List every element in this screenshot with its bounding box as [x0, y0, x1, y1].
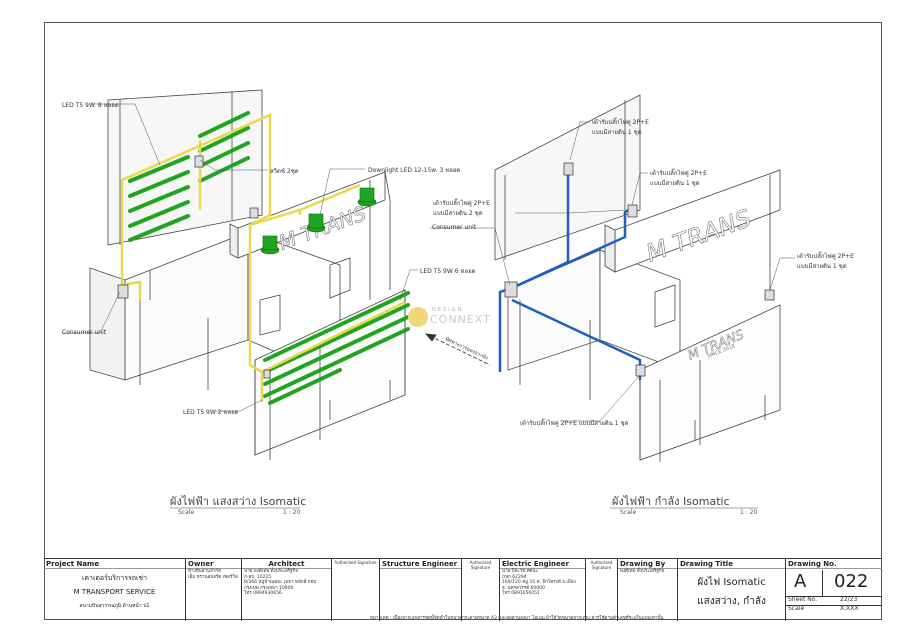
- label-consumer-right: Consumer unit: [432, 224, 477, 231]
- tb-project-header: Project Name: [44, 559, 185, 569]
- sheet-frame: [44, 22, 882, 620]
- label-switch: สวิตช์ 2ชุด: [270, 168, 299, 175]
- tb-auth-2-label: Authorized Signature: [469, 560, 492, 570]
- left-scale-label: Scale: [178, 509, 195, 516]
- tb-sheet-value: 22/23: [840, 596, 858, 603]
- title-block: Project Name เคาเตอร์บริการรถเช่า M TRAN…: [44, 558, 882, 621]
- footer-note: หมายเหตุ : เนื่องจากเอกสารชุดนี้จัดทำในข…: [370, 616, 664, 621]
- tb-scale-label: Scale: [788, 605, 805, 612]
- tb-architect-5: โทร 0894930656: [244, 591, 282, 596]
- tb-structure-header: Structure Engineer: [380, 559, 461, 569]
- tb-owner-2: เอ็ม ทรานสปอร์ต เซอร์วิส: [188, 574, 238, 580]
- tb-architect-2: ภ-สถ. 10225: [244, 574, 272, 580]
- label-led-top: LED T5 9W. 8 หลอด: [62, 102, 119, 109]
- tb-electric: Electric Engineer นาย ปิยะวัช ทัศนะ ภฟก.…: [500, 559, 586, 621]
- left-scale-value: 1 : 20: [283, 509, 301, 516]
- tb-structure: Structure Engineer: [380, 559, 462, 621]
- led-strips-front: [263, 291, 410, 405]
- left-view-title: ผังไฟฟ้า แสงสว่าง Isomatic: [170, 495, 307, 508]
- label-socket-bottom: เต้ารับปลั๊กไฟคู่ 2P+E แบบมีสายดิน 1 ชุด: [520, 420, 629, 427]
- tb-auth-1-label: Authorized Signature: [334, 560, 377, 565]
- tb-drawing-number: 022: [834, 571, 869, 592]
- right-devices: [504, 162, 775, 377]
- tb-project-name-en: M TRANSPORT SERVICE: [73, 588, 156, 596]
- label-socket-right: เต้ารับปลั๊กไฟคู่ 2P+E แบบมีสายดิน 1 ชุด: [797, 253, 854, 270]
- tb-drawing-no-header: Drawing No.: [786, 559, 882, 569]
- downlight-fixtures: [260, 187, 377, 255]
- label-led-bottom: LED T5 9W 2 หลอด: [183, 409, 239, 416]
- tb-electric-header: Electric Engineer: [500, 559, 585, 569]
- tb-architect-header: Architect: [242, 559, 331, 569]
- tb-electric-2: ภฟก.62294: [502, 574, 527, 580]
- lighting-wiring: [120, 113, 406, 402]
- tb-drawing-title: Drawing Title ผังไฟ Isomatic แสงสว่าง, ก…: [678, 559, 786, 621]
- tb-electric-4: จ. นครสวรรค์ 60000: [502, 585, 545, 591]
- tb-auth-2: Authorized Signature: [462, 559, 500, 621]
- tb-architect-1: นาย พงศ์เทพ ตั้งประเสริฐกิจ: [244, 569, 298, 574]
- tb-drawing-by: Drawing By พงศ์เทพ ตั้งประเสริฐกิจ: [618, 559, 678, 621]
- tb-drawing-title-1: ผังไฟ Isomatic: [697, 577, 766, 588]
- tb-project: Project Name เคาเตอร์บริการรถเช่า M TRAN…: [44, 559, 186, 621]
- tb-owner: Owner ห้างหุ้นส่วนจำกัด เอ็ม ทรานสปอร์ต …: [186, 559, 242, 621]
- watermark-line2: CONNEXT: [430, 313, 491, 326]
- tb-architect-4: กรุงเทพ กรุงเทพฯ 10900: [244, 585, 294, 591]
- lighting-isometric-view: [89, 89, 406, 460]
- tb-owner-header: Owner: [186, 559, 241, 569]
- watermark-logo-icon: [408, 307, 428, 327]
- tb-sheet-label: Sheet No.: [788, 596, 818, 603]
- tb-row-line-2: [786, 605, 882, 606]
- tb-auth-1: Authorized Signature: [332, 559, 380, 621]
- tb-row-line-1: [786, 596, 882, 597]
- label-downlight: Downlight LED 12-15w. 3 หลอด: [368, 167, 461, 174]
- led-strips-back: [128, 111, 250, 242]
- view-direction-arrow: [425, 333, 491, 366]
- label-socket-top: เต้ารับปลั๊กไฟคู่ 2P+E แบบมีสายดิน 1 ชุด: [592, 119, 649, 136]
- tb-project-name: เคาเตอร์บริการรถเช่า: [81, 574, 148, 582]
- right-scale-label: Scale: [620, 509, 637, 516]
- tb-auth-3-label: Authorized Signature: [590, 560, 613, 570]
- label-socket-mid: เต้ารับปลั๊กไฟคู่ 2P+E แบบมีสายดิน 1 ชุด: [650, 170, 707, 187]
- right-view-title: ผังไฟฟ้า กำลัง Isomatic: [612, 495, 730, 508]
- tb-drawing-by-header: Drawing By: [618, 559, 677, 569]
- design-connext-watermark: DESIGN CONNEXT: [408, 305, 518, 331]
- tb-drawing-title-header: Drawing Title: [678, 559, 785, 569]
- watermark-line1: DESIGN: [432, 307, 464, 313]
- tb-drawing-title-2: แสงสว่าง, กำลัง: [697, 596, 766, 607]
- tb-project-location: สนามบินสุวรรณภูมิ ด้านหน้า ป1: [79, 603, 150, 609]
- label-consumer-left: Consumer unit: [62, 329, 107, 336]
- tb-drawing-letter: A: [794, 571, 807, 592]
- tb-electric-1: นาย ปิยะวัช ทัศนะ: [502, 569, 538, 574]
- tb-drawing-no: Drawing No. A 022 Sheet No. 22/23 Scale …: [786, 559, 882, 621]
- tb-drawing-by-name: พงศ์เทพ ตั้งประเสริฐกิจ: [620, 569, 665, 574]
- tb-architect-3: 8/366 หมู่บ้านเดอะ เมธา หลักสี่ กทม: [244, 580, 317, 585]
- tb-architect: Architect นาย พงศ์เทพ ตั้งประเสริฐกิจ ภ-…: [242, 559, 332, 621]
- power-isometric-view: [494, 94, 781, 462]
- tb-auth-3: Authorized Signature: [586, 559, 618, 621]
- leader-lines: [62, 103, 795, 422]
- arrow-label: ทิศทางการมองจากผัง: [444, 335, 490, 361]
- label-socket-left: เต้ารับปลั๊กไฟคู่ 2P+E แบบมีสายดิน 2 ชุด: [433, 200, 490, 217]
- right-scale-value: 1 : 20: [740, 509, 758, 516]
- label-led-mid: LED T5 9W 6 หลอด: [420, 268, 476, 275]
- tb-divider: [822, 570, 823, 596]
- tb-electric-3: 169/120 หมู่ 10 ต. จิกโคร่งดี อ.เมือง: [502, 580, 576, 585]
- tb-owner-1: ห้างหุ้นส่วนจำกัด: [188, 569, 221, 574]
- tb-scale-value: X:XXX: [840, 605, 859, 612]
- tb-electric-5: โทร 0891656051: [502, 591, 540, 596]
- left-devices: [117, 155, 271, 379]
